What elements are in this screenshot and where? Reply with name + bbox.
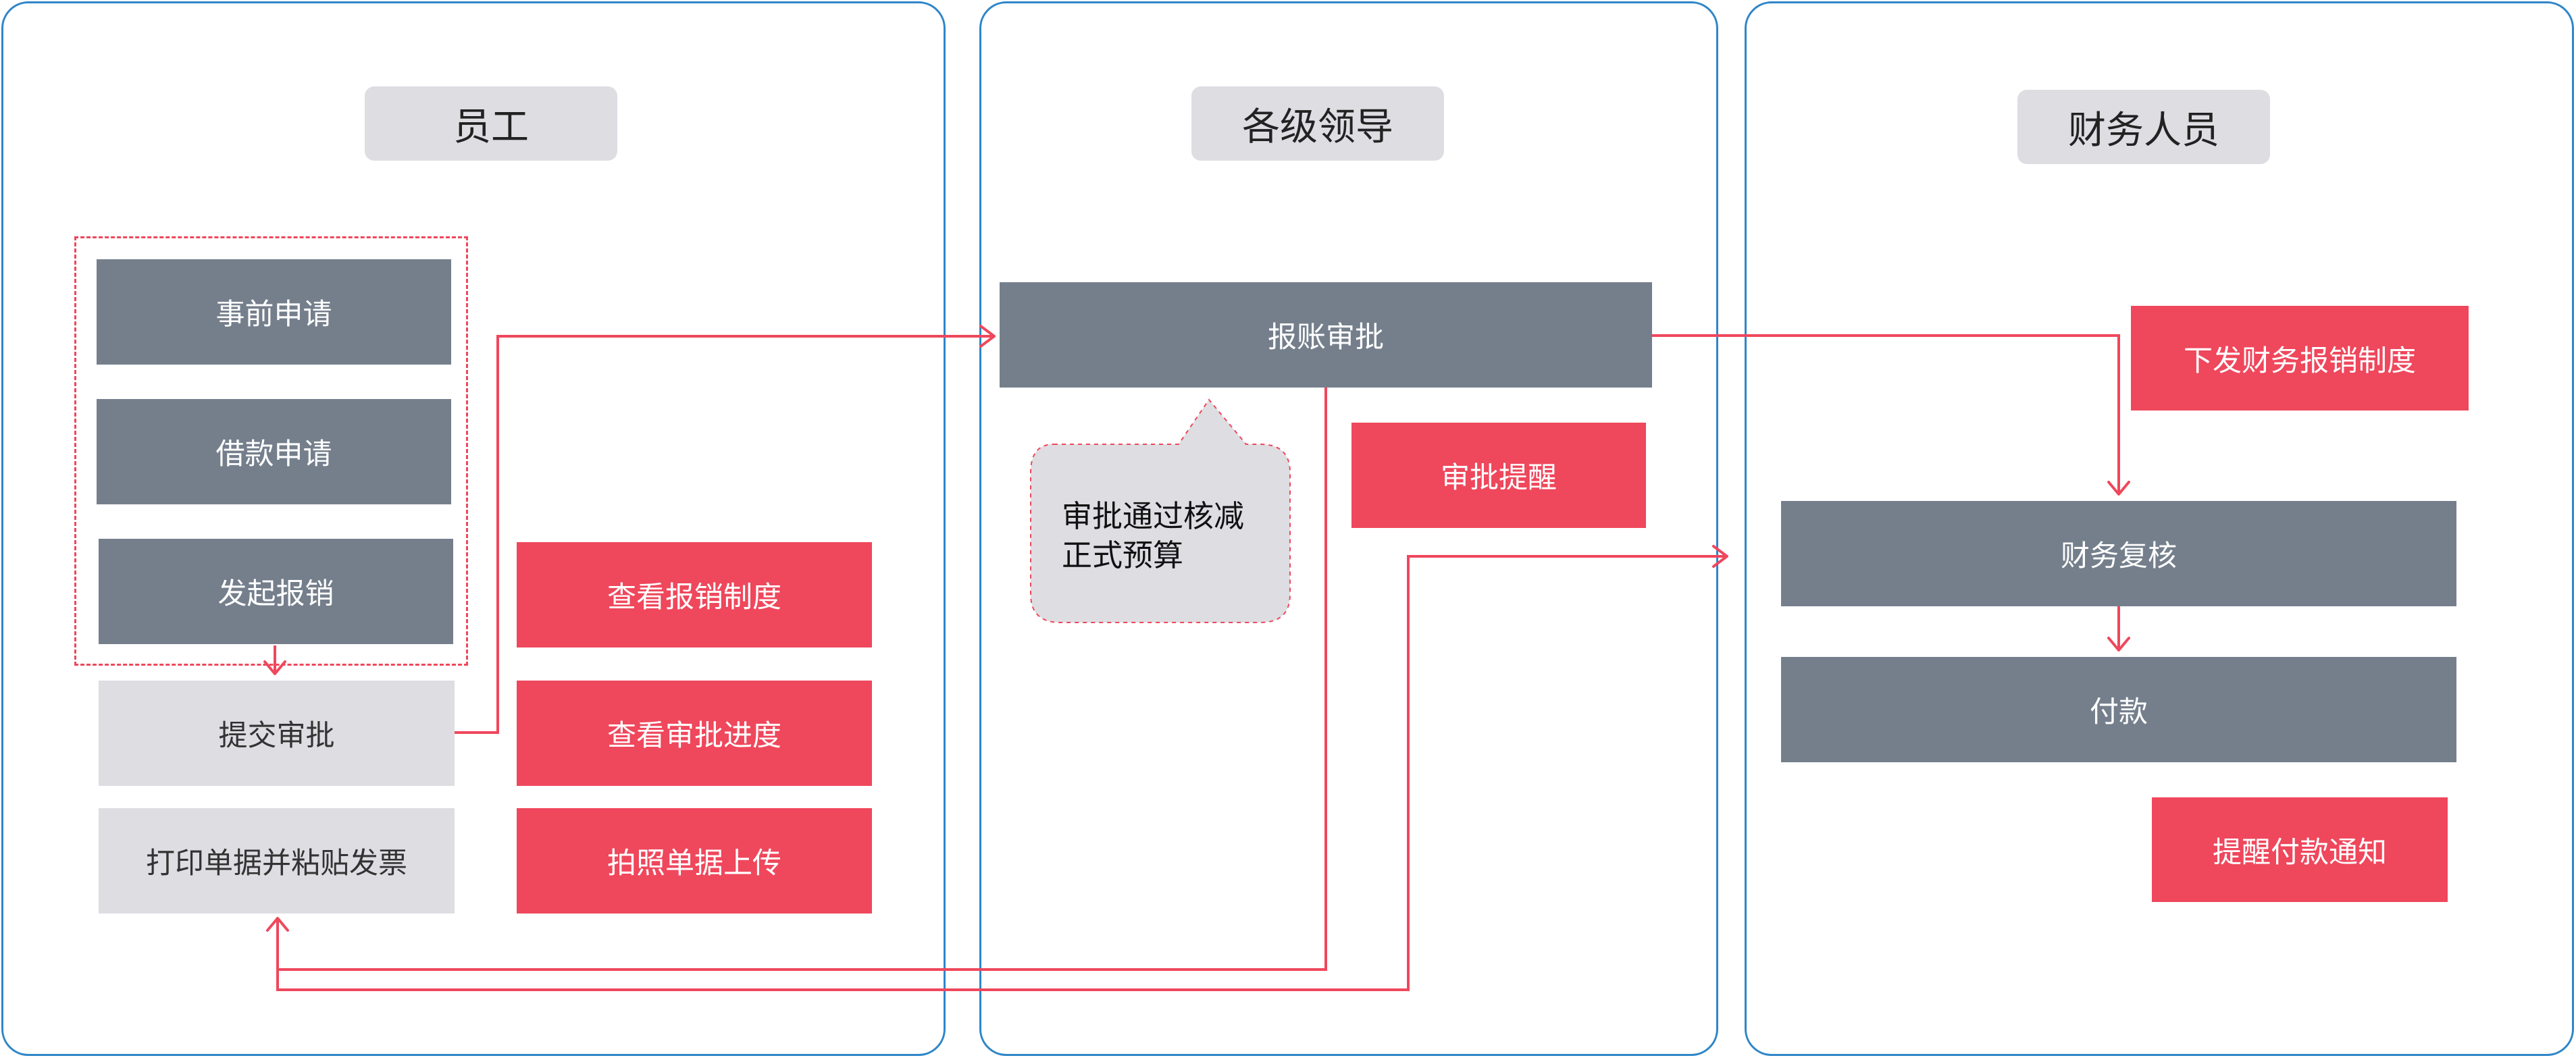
view-policy-action: 查看报销制度 xyxy=(517,542,872,647)
print-and-attach-step: 打印单据并粘贴发票 xyxy=(99,808,455,913)
budget-note-line1: 审批通过核减 xyxy=(1062,498,1245,534)
pre-application-step: 事前申请 xyxy=(97,259,451,365)
approval-reminder-action: 审批提醒 xyxy=(1351,423,1646,528)
submit-approval-step: 提交审批 xyxy=(99,681,455,786)
employee-lane-title: 员工 xyxy=(365,86,617,161)
arrowhead-print xyxy=(266,917,289,932)
arrowhead-review xyxy=(2107,481,2130,496)
arrow-submit-to-approval xyxy=(455,335,993,734)
finance-lane-title: 财务人员 xyxy=(2017,90,2270,164)
issue-policy-action: 下发财务报销制度 xyxy=(2131,306,2469,410)
initiation-group xyxy=(74,236,468,666)
approval-step: 报账审批 xyxy=(1000,282,1652,388)
leaders-lane-title: 各级领导 xyxy=(1191,86,1444,161)
arrowhead-submit xyxy=(263,660,286,675)
arrowhead-approval xyxy=(979,325,996,348)
view-progress-action: 查看审批进度 xyxy=(517,681,872,786)
budget-note-line2: 正式预算 xyxy=(1062,537,1184,573)
payment-step: 付款 xyxy=(1781,657,2456,762)
budget-note: 审批通过核减 正式预算 xyxy=(1062,497,1271,575)
arrow-return-to-print xyxy=(276,388,1327,971)
payment-notice-action: 提醒付款通知 xyxy=(2152,797,2448,902)
start-reimbursement-step: 发起报销 xyxy=(99,539,453,644)
photo-upload-action: 拍照单据上传 xyxy=(517,808,872,913)
finance-review-step: 财务复核 xyxy=(1781,501,2456,606)
loan-application-step: 借款申请 xyxy=(97,399,451,504)
arrowhead-finance-inbound xyxy=(1712,545,1728,568)
arrow-print-to-review xyxy=(276,555,1726,991)
arrowhead-payment xyxy=(2107,637,2130,652)
note-bubble xyxy=(1030,398,1291,623)
arrow-approval-to-review xyxy=(1652,334,2120,494)
